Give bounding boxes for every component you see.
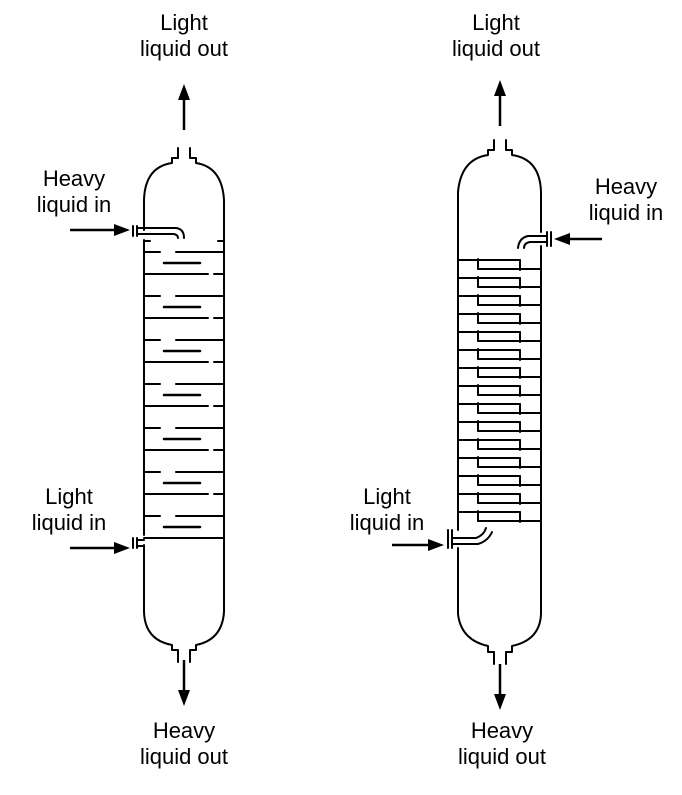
- right-top-outlet-arrow: [494, 80, 506, 126]
- left-light-inlet-arrow: [70, 542, 130, 554]
- right-heavy-inlet-pipe: [517, 231, 552, 249]
- left-column-shell: [143, 147, 225, 663]
- left-bottom-outlet-arrow: [178, 660, 190, 706]
- left-heavy-liquid-in-label: Heavy liquid in: [36, 166, 112, 217]
- right-column: [392, 80, 602, 710]
- right-light-liquid-in-label: Light liquid in: [349, 484, 425, 535]
- right-light-inlet-pipe: [447, 527, 493, 549]
- left-heavy-inlet-pipe: [132, 225, 185, 239]
- left-heavy-liquid-out-label: Heavy liquid out: [139, 718, 229, 769]
- left-light-liquid-out-label: Light liquid out: [139, 10, 229, 61]
- right-heavy-liquid-in-label: Heavy liquid in: [588, 174, 664, 225]
- left-trays: [143, 240, 225, 539]
- right-bottom-outlet-arrow: [494, 664, 506, 710]
- right-light-inlet-arrow: [392, 539, 444, 551]
- left-light-liquid-in-label: Light liquid in: [31, 484, 107, 535]
- left-heavy-inlet-arrow: [70, 224, 130, 236]
- right-column-shell: [457, 139, 542, 665]
- left-light-inlet-nozzle: [132, 537, 145, 549]
- right-heavy-inlet-arrow: [554, 233, 602, 245]
- right-light-liquid-out-label: Light liquid out: [451, 10, 541, 61]
- left-column: [70, 84, 225, 706]
- left-top-outlet-arrow: [178, 84, 190, 130]
- right-heavy-liquid-out-label: Heavy liquid out: [457, 718, 547, 769]
- right-baffles: [457, 258, 542, 523]
